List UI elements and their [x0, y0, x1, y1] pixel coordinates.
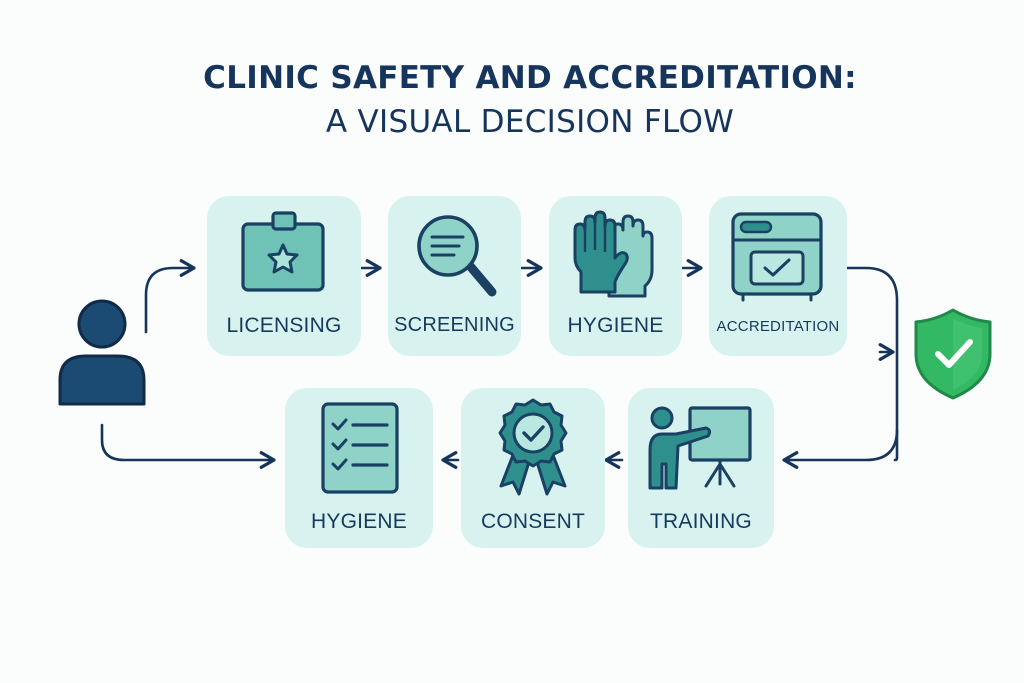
connector-person-to-hygiene: [100, 423, 276, 469]
card-label-hygiene-bottom: HYGIENE: [311, 510, 407, 533]
card-hygiene-top: HYGIENE: [549, 196, 682, 356]
connector-loop-to-training: [782, 428, 899, 469]
shield-check-icon: [914, 308, 992, 400]
certificate-window-icon: [731, 212, 823, 302]
checklist-icon: [321, 402, 399, 494]
card-label-licensing: LICENSING: [226, 314, 342, 337]
gloves-icon: [573, 210, 654, 298]
card-label-screening: SCREENING: [394, 314, 515, 336]
card-consent: CONSENT: [461, 388, 605, 548]
connector-person-to-licensing: [144, 259, 196, 334]
connector-accreditation-to-shield: [845, 266, 899, 462]
card-screening: SCREENING: [388, 196, 521, 356]
card-training: TRAINING: [628, 388, 774, 548]
award-ribbon-icon: [498, 398, 568, 496]
card-label-training: TRAINING: [650, 510, 752, 533]
license-badge-icon: [241, 211, 325, 292]
card-label-consent: CONSENT: [480, 510, 586, 533]
presenter-icon: [648, 406, 752, 490]
diagram-title: CLINIC SAFETY AND ACCREDITATION:: [203, 60, 857, 96]
card-licensing: LICENSING: [207, 196, 361, 356]
card-accreditation: ACCREDITATION: [709, 196, 847, 356]
magnifier-icon: [417, 215, 497, 297]
card-label-accreditation: ACCREDITATION: [716, 318, 840, 335]
card-label-hygiene-top: HYGIENE: [567, 314, 664, 337]
person-icon: [58, 299, 146, 406]
card-hygiene-bottom: HYGIENE: [285, 388, 433, 548]
diagram-subtitle: A VISUAL DECISION FLOW: [325, 104, 735, 140]
